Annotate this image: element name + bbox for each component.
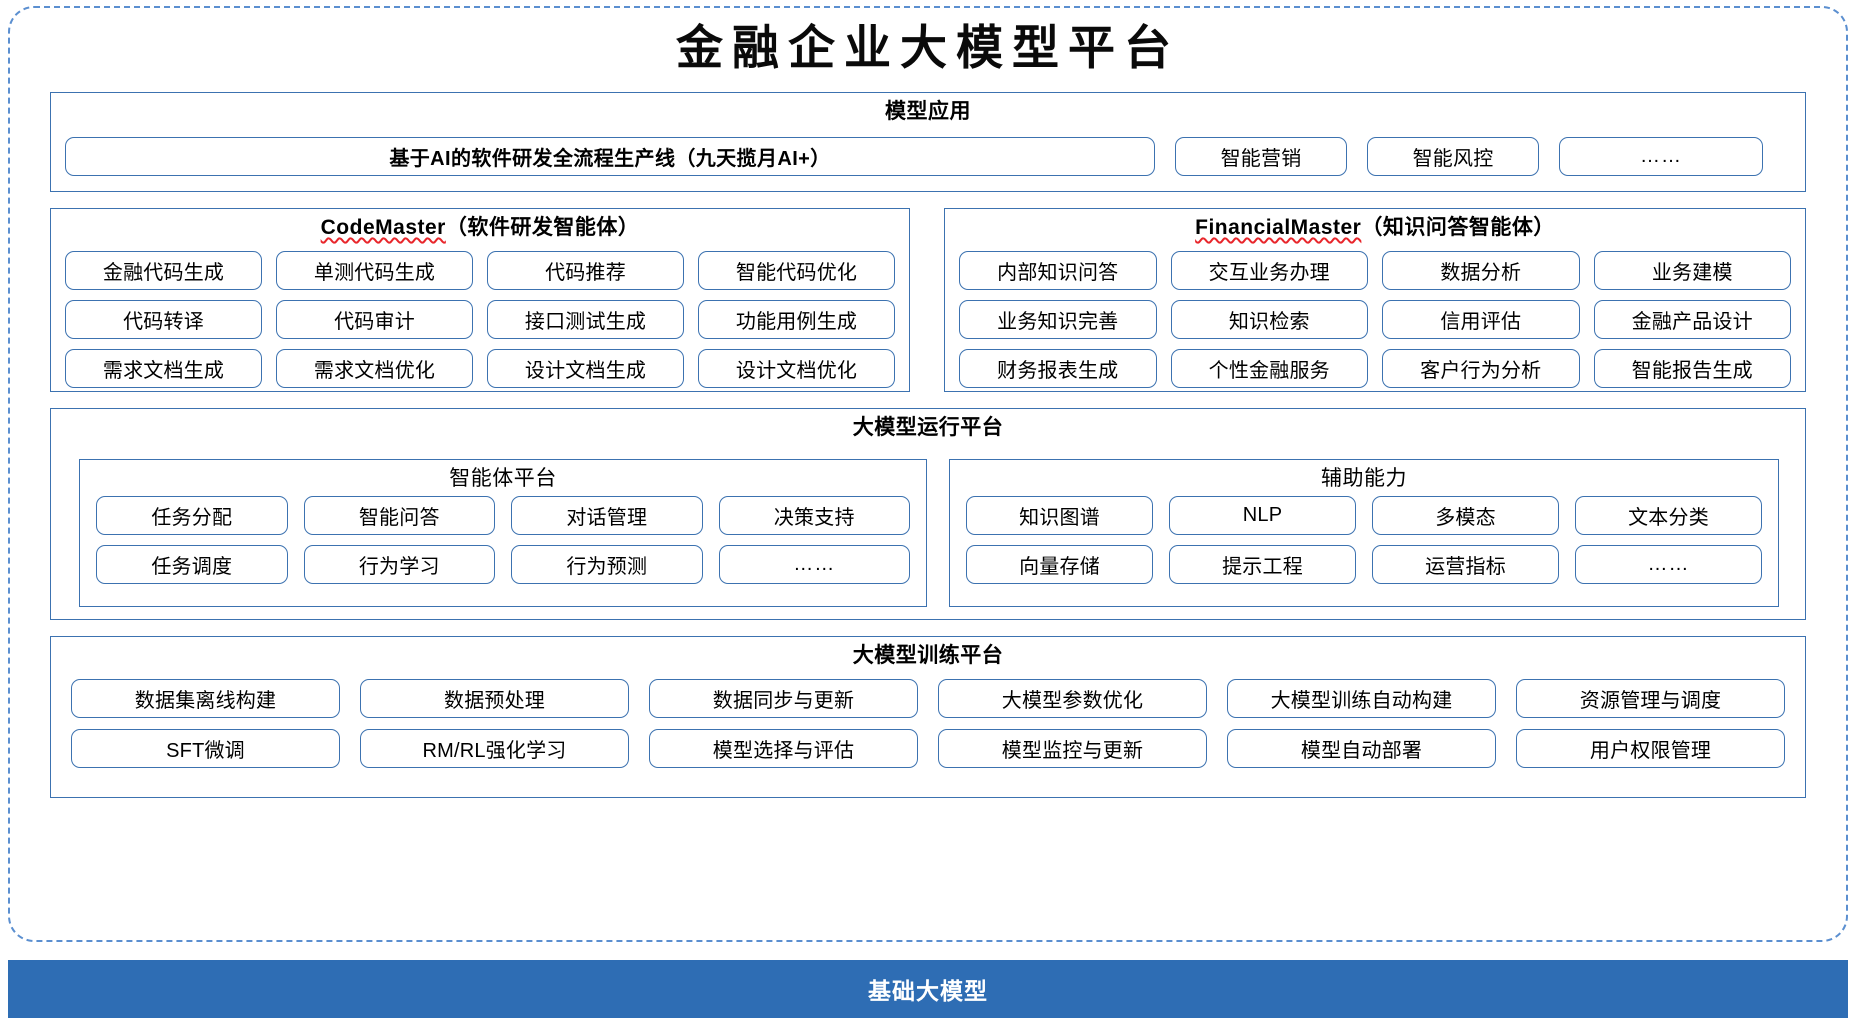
section-title-run-platform: 大模型运行平台 — [852, 416, 1004, 439]
chip-financial-master-item[interactable]: 知识检索 — [1170, 300, 1368, 339]
chip-train-platform-item[interactable]: 数据预处理 — [360, 679, 629, 718]
financial-master-suffix: （知识问答智能体） — [1361, 216, 1555, 239]
chip-code-master-item[interactable]: 接口测试生成 — [487, 300, 684, 339]
chip-code-master-item[interactable]: 单测代码生成 — [276, 251, 473, 290]
chip-financial-master-item[interactable]: 业务知识完善 — [959, 300, 1157, 339]
section-run-platform: 大模型运行平台 智能体平台 任务分配 智能问答 对话管理 决策支持 任务调度 行… — [50, 408, 1806, 620]
chip-code-master-item[interactable]: 代码审计 — [276, 300, 473, 339]
subsection-title-aux-capability: 辅助能力 — [1321, 467, 1407, 490]
chip-code-master-item[interactable]: 代码推荐 — [487, 251, 684, 290]
chip-train-platform-item[interactable]: 模型监控与更新 — [938, 729, 1207, 768]
chip-agent-platform-item[interactable]: 任务调度 — [96, 545, 288, 584]
chip-financial-master-item[interactable]: 内部知识问答 — [959, 251, 1157, 290]
code-master-grid: 金融代码生成 单测代码生成 代码推荐 智能代码优化 代码转译 代码审计 接口测试… — [65, 251, 895, 388]
section-model-application: 模型应用 基于AI的软件研发全流程生产线（九天揽月AI+） 智能营销 智能风控 … — [50, 92, 1806, 192]
chip-aux-capability-item[interactable]: 运营指标 — [1372, 545, 1559, 584]
section-train-platform: 大模型训练平台 数据集离线构建 数据预处理 数据同步与更新 大模型参数优化 大模… — [50, 636, 1806, 798]
section-title-financial-master: FinancialMaster（知识问答智能体） — [945, 209, 1805, 241]
chip-code-master-item[interactable]: 代码转译 — [65, 300, 262, 339]
chip-agent-platform-item[interactable]: 行为预测 — [511, 545, 703, 584]
chip-train-platform-item[interactable]: 模型自动部署 — [1227, 729, 1496, 768]
chip-agent-platform-item[interactable]: 决策支持 — [718, 496, 910, 535]
chip-train-platform-item[interactable]: 数据集离线构建 — [71, 679, 340, 718]
chip-train-platform-item[interactable]: 大模型参数优化 — [938, 679, 1207, 718]
subsection-title-agent-platform: 智能体平台 — [449, 467, 557, 490]
chip-train-platform-item[interactable]: 用户权限管理 — [1516, 729, 1785, 768]
chip-financial-master-item[interactable]: 个性金融服务 — [1170, 349, 1368, 388]
train-platform-grid: 数据集离线构建 数据预处理 数据同步与更新 大模型参数优化 大模型训练自动构建 … — [71, 679, 1785, 768]
subsection-agent-platform: 智能体平台 任务分配 智能问答 对话管理 决策支持 任务调度 行为学习 行为预测… — [79, 459, 927, 607]
chip-code-master-item[interactable]: 需求文档优化 — [276, 349, 473, 388]
chip-train-platform-item[interactable]: RM/RL强化学习 — [360, 729, 629, 768]
section-title-model-application: 模型应用 — [885, 100, 971, 123]
base-model-bar: 基础大模型 — [8, 960, 1848, 1018]
section-title-code-master: CodeMaster（软件研发智能体） — [51, 209, 909, 241]
chip-code-master-item[interactable]: 设计文档生成 — [487, 349, 684, 388]
chip-agent-platform-item[interactable]: 行为学习 — [303, 545, 495, 584]
aux-capability-grid: 知识图谱 NLP 多模态 文本分类 向量存储 提示工程 运营指标 …… — [966, 496, 1762, 584]
chip-financial-master-item[interactable]: 业务建模 — [1593, 251, 1791, 290]
subsection-aux-capability: 辅助能力 知识图谱 NLP 多模态 文本分类 向量存储 提示工程 运营指标 …… — [949, 459, 1779, 607]
chip-financial-master-item[interactable]: 信用评估 — [1382, 300, 1580, 339]
chip-agent-platform-item[interactable]: 对话管理 — [511, 496, 703, 535]
chip-aux-capability-item[interactable]: 文本分类 — [1575, 496, 1762, 535]
chip-intelligent-marketing[interactable]: 智能营销 — [1175, 137, 1347, 176]
chip-code-master-item[interactable]: 功能用例生成 — [698, 300, 895, 339]
section-title-train-platform: 大模型训练平台 — [852, 644, 1004, 667]
chip-train-platform-item[interactable]: 数据同步与更新 — [649, 679, 918, 718]
chip-aux-capability-item[interactable]: 知识图谱 — [966, 496, 1153, 535]
financial-master-name: FinancialMaster — [1195, 216, 1362, 239]
chip-aux-capability-item[interactable]: NLP — [1169, 496, 1356, 535]
section-financial-master: FinancialMaster（知识问答智能体） 内部知识问答 交互业务办理 数… — [944, 208, 1806, 392]
chip-financial-master-item[interactable]: 财务报表生成 — [959, 349, 1157, 388]
chip-more-ellipsis[interactable]: …… — [1559, 137, 1763, 176]
chip-train-platform-item[interactable]: 模型选择与评估 — [649, 729, 918, 768]
chip-aux-capability-more-ellipsis[interactable]: …… — [1575, 545, 1762, 584]
chip-financial-master-item[interactable]: 智能报告生成 — [1593, 349, 1791, 388]
chip-train-platform-item[interactable]: 资源管理与调度 — [1516, 679, 1785, 718]
financial-master-grid: 内部知识问答 交互业务办理 数据分析 业务建模 业务知识完善 知识检索 信用评估… — [959, 251, 1791, 388]
chip-code-master-item[interactable]: 金融代码生成 — [65, 251, 262, 290]
chip-agent-platform-item[interactable]: 任务分配 — [96, 496, 288, 535]
chip-train-platform-item[interactable]: 大模型训练自动构建 — [1227, 679, 1496, 718]
chip-intelligent-risk-control[interactable]: 智能风控 — [1367, 137, 1539, 176]
chip-financial-master-item[interactable]: 数据分析 — [1382, 251, 1580, 290]
chip-financial-master-item[interactable]: 交互业务办理 — [1170, 251, 1368, 290]
agent-platform-grid: 任务分配 智能问答 对话管理 决策支持 任务调度 行为学习 行为预测 …… — [96, 496, 910, 584]
chip-code-master-item[interactable]: 设计文档优化 — [698, 349, 895, 388]
chip-financial-master-item[interactable]: 客户行为分析 — [1382, 349, 1580, 388]
chip-aux-capability-item[interactable]: 提示工程 — [1169, 545, 1356, 584]
chip-financial-master-item[interactable]: 金融产品设计 — [1593, 300, 1791, 339]
model-application-row: 基于AI的软件研发全流程生产线（九天揽月AI+） 智能营销 智能风控 …… — [65, 137, 1791, 176]
chip-aux-capability-item[interactable]: 向量存储 — [966, 545, 1153, 584]
base-model-label: 基础大模型 — [868, 978, 988, 1004]
chip-train-platform-item[interactable]: SFT微调 — [71, 729, 340, 768]
chip-code-master-item[interactable]: 智能代码优化 — [698, 251, 895, 290]
chip-agent-platform-more-ellipsis[interactable]: …… — [718, 545, 910, 584]
code-master-suffix: （软件研发智能体） — [445, 216, 640, 239]
chip-code-master-item[interactable]: 需求文档生成 — [65, 349, 262, 388]
chip-aux-capability-item[interactable]: 多模态 — [1372, 496, 1559, 535]
section-code-master: CodeMaster（软件研发智能体） 金融代码生成 单测代码生成 代码推荐 智… — [50, 208, 910, 392]
code-master-name: CodeMaster — [320, 216, 446, 239]
page-title: 金融企业大模型平台 — [676, 23, 1180, 75]
chip-ai-sdlc-production-line[interactable]: 基于AI的软件研发全流程生产线（九天揽月AI+） — [65, 137, 1155, 176]
chip-agent-platform-item[interactable]: 智能问答 — [303, 496, 495, 535]
